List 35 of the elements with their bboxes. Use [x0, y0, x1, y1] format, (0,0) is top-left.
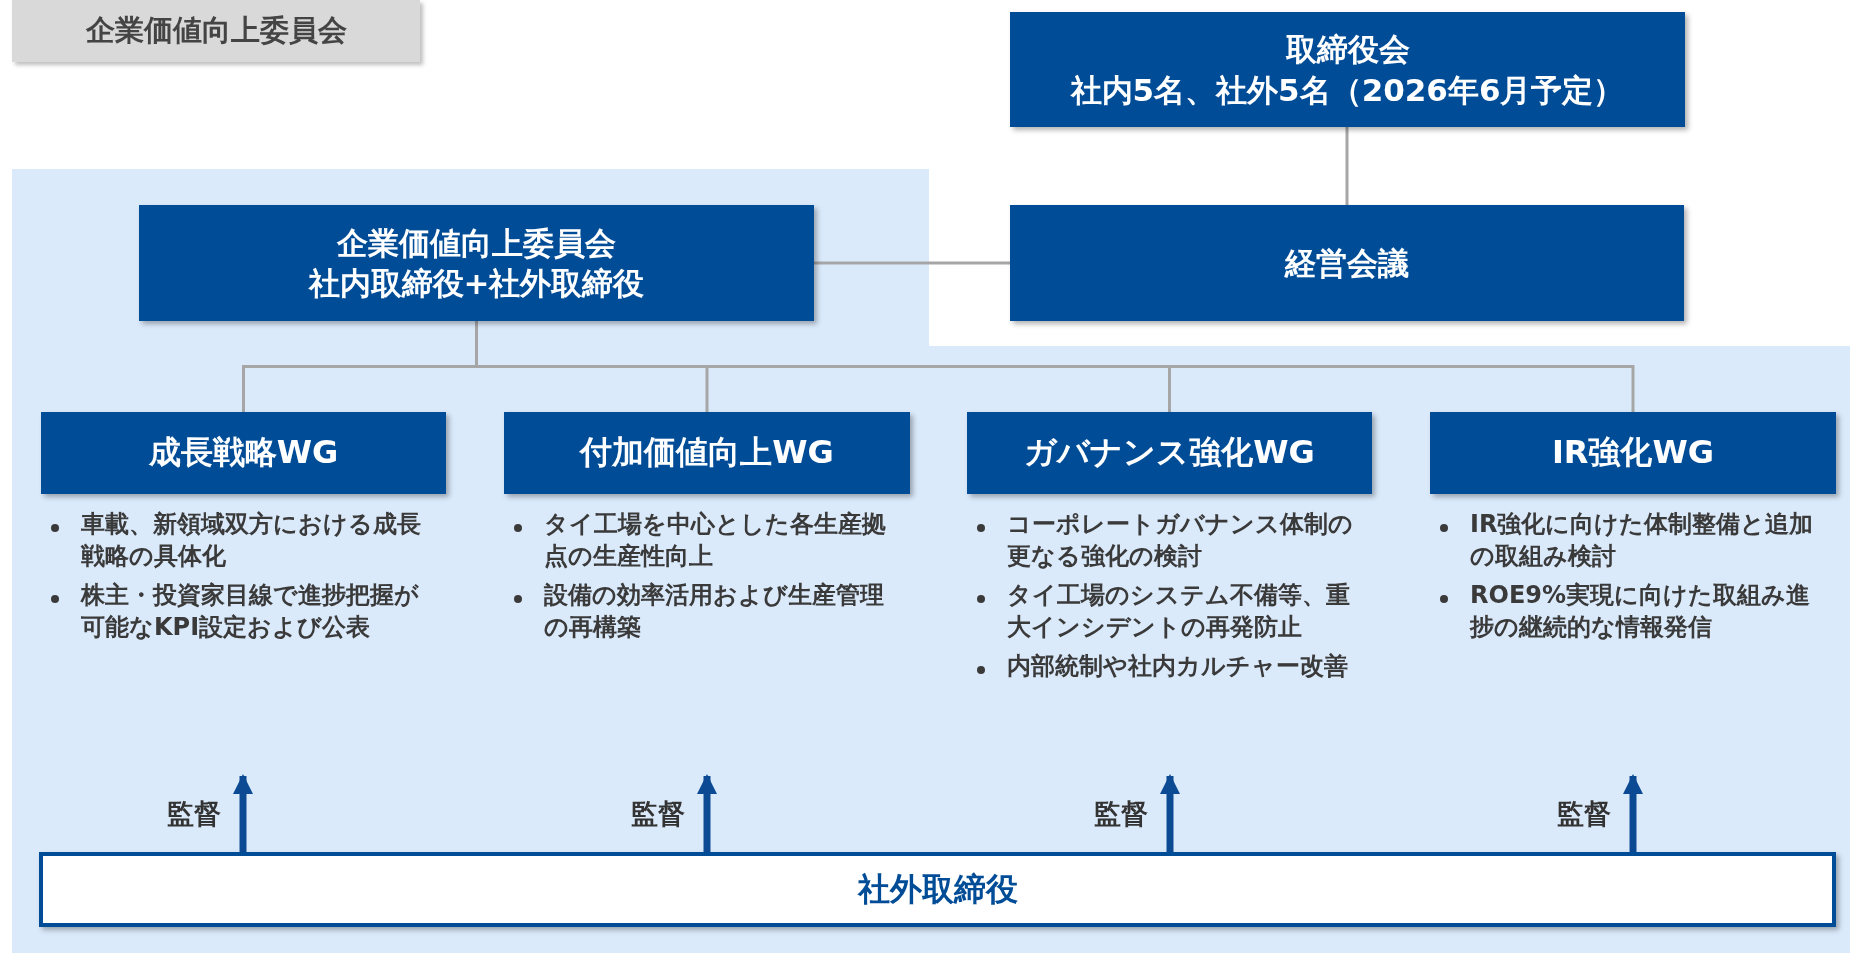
working-group-header: ガバナンス強化WG: [967, 412, 1372, 494]
box-subtitle: 社内取締役+社外取締役: [308, 264, 645, 303]
tab-title: 企業価値向上委員会: [85, 12, 347, 49]
bullet-text: 車載、新領域双方における成長戦略の具体化: [81, 509, 422, 573]
org-box: [1010, 12, 1685, 127]
box-title: 企業価値向上委員会: [337, 223, 616, 263]
bullet-text: IR強化に向けた体制整備と追加の取組み検討: [1470, 509, 1815, 573]
bullet-text: 株主・投資家目線で進捗把握が可能なKPI設定および公表: [81, 579, 420, 644]
connector-line: [1345, 127, 1349, 205]
edge-label: 監督: [1094, 797, 1148, 831]
bullet-text: 内部統制や社内カルチャー改善: [1007, 650, 1349, 682]
arrow: [233, 774, 253, 852]
arrow: [1623, 774, 1643, 852]
title-tab: [12, 0, 420, 62]
bullet-text: タイ工場を中心とした各生産拠点の生産性向上: [544, 509, 887, 573]
edge-label: 監督: [167, 797, 221, 831]
arrow: [1160, 774, 1180, 852]
bar-title: 社外取締役: [857, 868, 1018, 910]
working-group-header: 成長戦略WG: [41, 412, 446, 494]
bullet-text: タイ工場のシステム不備等、重大インシデントの再発防止: [1007, 579, 1351, 644]
box-subtitle: 社内5名、社外5名（2026年6月予定）: [1070, 70, 1625, 110]
bullet-text: コーポレートガバナンス体制の更なる強化の検討: [1007, 509, 1354, 573]
org-box: [1010, 205, 1684, 321]
box-title: 取締役会: [1285, 30, 1410, 70]
bullet-text: 設備の効率活用および生産管理の再構築: [544, 579, 885, 644]
org-box: [139, 205, 814, 321]
working-group-header: IR強化WG: [1430, 412, 1836, 494]
oversight-bar: [39, 852, 1836, 927]
box-title: 経営会議: [1285, 243, 1409, 283]
edge-label: 監督: [1557, 797, 1611, 831]
connector-line: [814, 261, 1010, 265]
arrow: [697, 774, 717, 852]
working-group-header: 付加価値向上WG: [504, 412, 910, 494]
bullet-text: ROE9%実現に向けた取組み進捗の継続的な情報発信: [1470, 579, 1812, 644]
edge-label: 監督: [631, 797, 685, 831]
